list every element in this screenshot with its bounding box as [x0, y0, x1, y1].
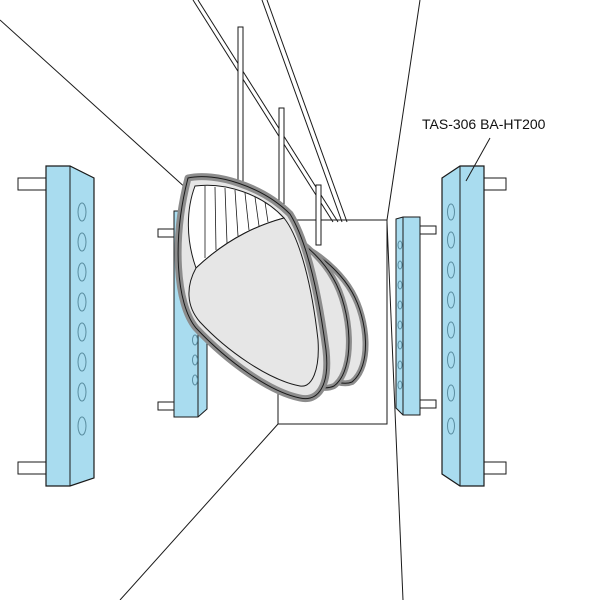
heater-panel-right-outer [441, 165, 507, 487]
conveyor-rails [192, 0, 348, 223]
heater-panel-left-outer [17, 165, 95, 487]
callout-leader-line [465, 137, 491, 182]
callout-label: TAS-306 BA-HT200 [422, 116, 546, 132]
callout: TAS-306 BA-HT200 [422, 116, 546, 182]
heater-panel-right-inner [395, 216, 437, 416]
formed-part-front [174, 173, 331, 403]
